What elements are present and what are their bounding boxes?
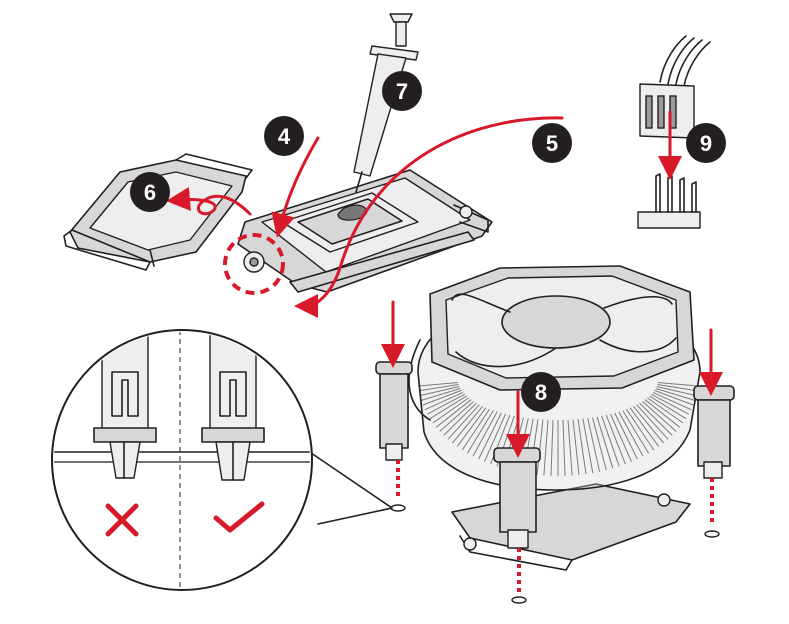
heatsink-fin <box>456 407 487 447</box>
step-badge-4: 4 <box>264 116 304 156</box>
check-mark-icon <box>213 501 265 533</box>
heatsink-fin <box>592 417 607 471</box>
heatsink-fin <box>644 399 681 428</box>
cross-mark-icon <box>105 503 139 537</box>
heatsink-fin <box>639 402 673 436</box>
heatsink-fin <box>426 393 465 415</box>
heatsink-fin <box>472 411 498 457</box>
heatsink-fin <box>562 419 566 476</box>
cpu-socket-assembly <box>223 169 493 295</box>
heatsink-fin <box>655 388 695 401</box>
heatsink-fin <box>419 386 460 397</box>
heatsink-fin <box>614 412 638 460</box>
step-badge-7: 7 <box>382 71 422 111</box>
heatsink-fin <box>657 384 698 392</box>
heatsink-fin <box>618 411 644 457</box>
heatsink-fin <box>610 413 632 462</box>
heatsink-fin <box>596 416 614 469</box>
direction-arrows <box>166 110 723 458</box>
step-number-4: 4 <box>278 124 291 149</box>
heatsink-fin <box>421 388 461 401</box>
heatsink-fin <box>484 413 506 462</box>
heatsink-fin <box>429 395 467 420</box>
heatsink-fin <box>447 404 480 440</box>
heatsink-fin <box>422 389 462 406</box>
step-badge-5: 5 <box>532 123 572 163</box>
heatsink-fin <box>432 397 469 424</box>
heatsink-fin <box>418 384 459 392</box>
heatsink-fin <box>601 415 620 467</box>
heatsink-fin <box>567 419 573 476</box>
cpu-cooler <box>375 265 735 604</box>
arrow-step6 <box>166 187 252 216</box>
heatsink-fin <box>418 382 459 387</box>
push-pin-front-right <box>693 385 735 479</box>
step-number-8: 8 <box>535 380 547 405</box>
heatsink-fin <box>461 408 490 451</box>
heatsink-fin <box>536 419 544 475</box>
heatsink-fin <box>622 410 650 454</box>
heatsink-fin <box>435 399 472 428</box>
fan-cable-connector <box>639 35 711 139</box>
heatsink-fin <box>443 402 477 436</box>
heatsink-fin <box>652 391 692 411</box>
heatsink-fin <box>605 414 626 465</box>
heatsink-fin <box>572 419 580 475</box>
arrow-step4 <box>271 136 320 238</box>
heatsink-fin <box>626 408 655 451</box>
load-plate-screw <box>243 251 265 273</box>
arrow-step5 <box>294 116 564 318</box>
heatsink-fin <box>656 386 697 397</box>
socket-protective-cover <box>63 153 253 271</box>
step-number-6: 6 <box>144 180 156 205</box>
step-badge-6: 6 <box>130 172 170 212</box>
heatsink-fin <box>543 419 549 476</box>
heatsink-fin <box>633 405 664 444</box>
step-badge-8: 8 <box>521 372 561 412</box>
heatsink-fin <box>651 393 690 415</box>
fan-header-pins <box>637 173 701 229</box>
heatsink-fin <box>654 389 694 406</box>
step-number-5: 5 <box>546 131 558 156</box>
screw-highlight-circle <box>223 233 285 295</box>
heatsink-fin <box>649 395 687 420</box>
heatsink-fin <box>642 401 677 432</box>
heatsink-fin <box>587 418 601 472</box>
heatsink-fin <box>629 407 660 447</box>
heatsink-fin <box>466 410 494 454</box>
heatsink-fin <box>439 401 474 432</box>
step-number-9: 9 <box>700 131 712 156</box>
heatsink-fin <box>582 418 594 474</box>
push-pin-magnifier <box>51 329 393 591</box>
push-pin-front-center <box>493 447 541 549</box>
step-number-7: 7 <box>396 79 408 104</box>
heatsink-fin <box>577 419 587 475</box>
heatsink-fin <box>550 419 554 476</box>
heatsink-fins <box>418 382 698 476</box>
heatsink-fin <box>452 405 483 444</box>
heatsink-fin <box>478 412 502 460</box>
heatsink-fin <box>636 404 669 440</box>
heatsink-fin <box>647 397 684 424</box>
step-badge-9: 9 <box>686 123 726 163</box>
heatsink-fin <box>657 382 698 387</box>
push-pin-front-left <box>375 361 413 461</box>
heatsink-fin <box>424 391 464 411</box>
